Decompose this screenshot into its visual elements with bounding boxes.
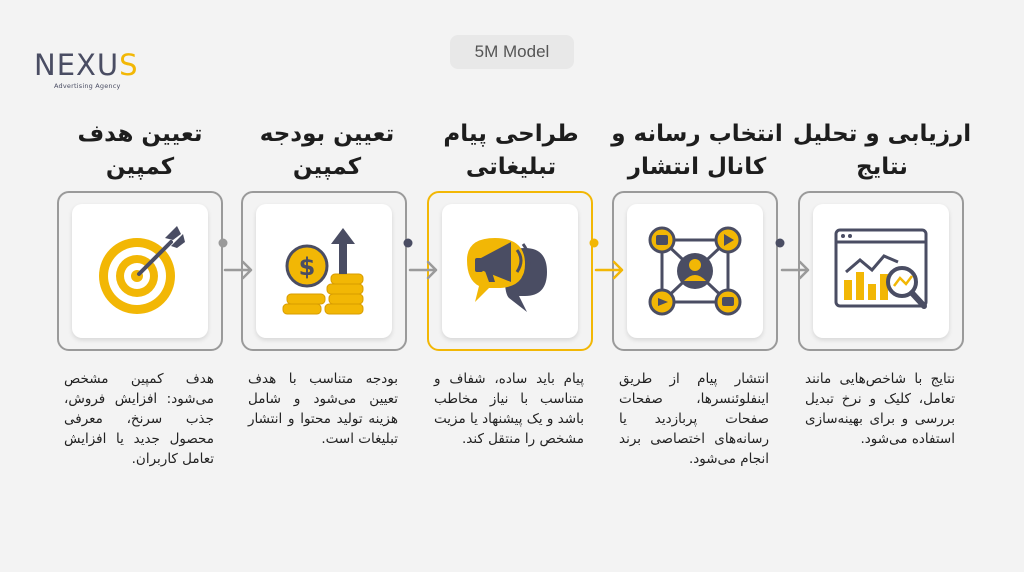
step-3-card (442, 204, 578, 338)
analytics-magnifier-icon (834, 228, 928, 309)
step-4-description: انتشار پیام از طریق اینفلوئنسرها، صفحات … (619, 371, 769, 467)
step-1-card (72, 204, 208, 338)
step-5-description: نتایج با شاخص‌هایی مانند تعامل، کلیک و ن… (805, 371, 955, 447)
step-2-title: تعیین بودجه کمپین (259, 121, 395, 180)
brand-tagline: Advertising Agency (54, 82, 121, 90)
arrow-right-icon (780, 260, 810, 280)
connector-dot (775, 238, 785, 248)
target-icon (99, 226, 185, 314)
connector-dot (403, 238, 413, 248)
arrow-right-icon (223, 260, 253, 280)
megaphone-chat-icon (467, 238, 547, 312)
step-2-card: $ (256, 204, 392, 338)
step-4-title: انتخاب رسانه و کانال انتشار (611, 121, 783, 180)
step-3-description: پیام باید ساده، شفاف و متناسب با نیاز مخ… (434, 371, 584, 447)
arrow-right-icon (408, 260, 438, 280)
step-2-description: بودجه متناسب با هدف تعیین می‌شود و شامل … (248, 371, 398, 447)
arrow-right-icon (594, 260, 624, 280)
media-network-icon (648, 226, 742, 316)
step-4-card (627, 204, 763, 338)
step-5-card (813, 204, 949, 338)
brand-logo: NEXUS Advertising Agency (34, 50, 139, 90)
step-5-title: ارزیابی و تحلیل نتایج (792, 121, 972, 180)
step-1-frame (57, 191, 223, 351)
step-1-description: هدف کمپین مشخص می‌شود: افزایش فروش، جذب … (64, 371, 214, 467)
model-label: 5M Model (450, 35, 574, 69)
step-3-title: طراحی پیام تبلیغاتی (443, 121, 579, 180)
step-1-title: تعیین هدف کمپین (77, 121, 203, 180)
connector-dot (218, 238, 228, 248)
budget-coins-icon: $ (282, 228, 364, 315)
svg-text:$: $ (299, 253, 316, 281)
connector-dot (589, 238, 599, 248)
brand-name: NEXUS (34, 48, 139, 82)
